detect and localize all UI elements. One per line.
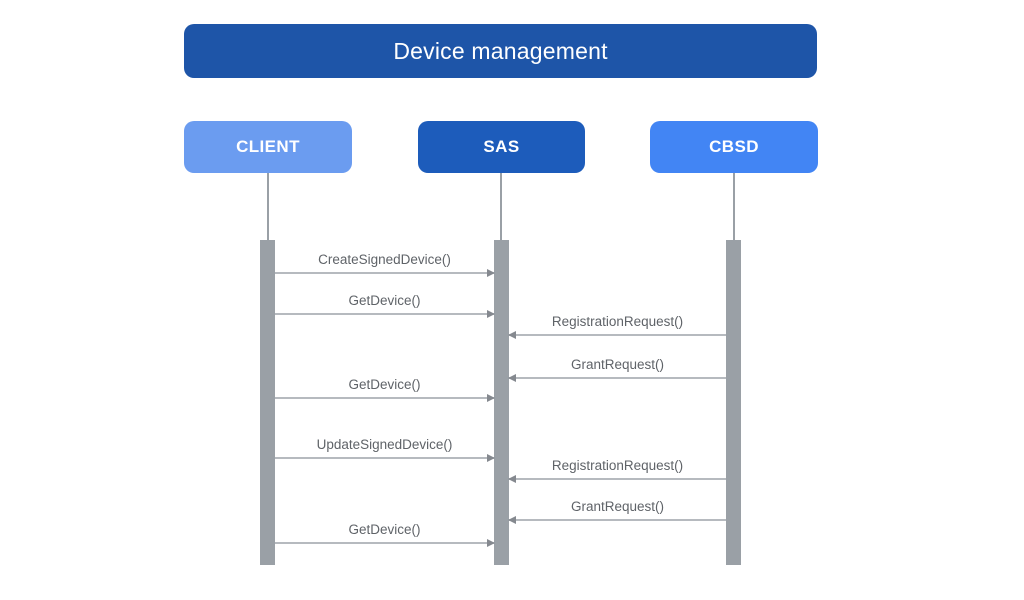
message-label: GetDevice() xyxy=(348,522,421,537)
message-registration-request-1: RegistrationRequest() xyxy=(508,312,726,339)
diagram-title-label: Device management xyxy=(393,37,608,64)
message-label: GetDevice() xyxy=(348,293,421,308)
message-registration-request-2: RegistrationRequest() xyxy=(508,456,726,483)
activation-bar-cbsd xyxy=(726,240,741,565)
message-get-device-1: GetDevice() xyxy=(275,291,495,318)
message-update-signed-device: UpdateSignedDevice() xyxy=(275,435,495,462)
message-label: RegistrationRequest() xyxy=(551,314,684,329)
arrowhead-left-icon xyxy=(508,331,516,339)
actor-cbsd-label: CBSD xyxy=(709,137,759,156)
arrowhead-right-icon xyxy=(487,310,495,318)
message-label: GetDevice() xyxy=(348,377,421,392)
message-label: GrantRequest() xyxy=(570,357,665,372)
lifeline-cbsd xyxy=(733,173,735,240)
message-arrow xyxy=(275,310,495,318)
arrowhead-right-icon xyxy=(487,269,495,277)
message-arrow xyxy=(508,374,726,382)
message-create-signed-device: CreateSignedDevice() xyxy=(275,250,495,277)
message-label: RegistrationRequest() xyxy=(551,458,684,473)
lifeline-sas xyxy=(500,173,502,240)
activation-bar-sas xyxy=(494,240,509,565)
diagram-title: Device management xyxy=(184,24,817,78)
message-label: CreateSignedDevice() xyxy=(318,252,451,267)
arrowhead-right-icon xyxy=(487,539,495,547)
message-get-device-2: GetDevice() xyxy=(275,375,495,402)
message-label: GrantRequest() xyxy=(570,499,665,514)
message-label: UpdateSignedDevice() xyxy=(316,437,453,452)
actor-client: CLIENT xyxy=(184,121,352,173)
message-arrow xyxy=(508,516,726,524)
message-grant-request-2: GrantRequest() xyxy=(508,497,726,524)
actor-sas-label: SAS xyxy=(483,137,520,156)
message-arrow xyxy=(275,394,495,402)
arrowhead-left-icon xyxy=(508,516,516,524)
arrowhead-left-icon xyxy=(508,475,516,483)
message-arrow xyxy=(508,331,726,339)
arrowhead-right-icon xyxy=(487,394,495,402)
arrowhead-right-icon xyxy=(487,454,495,462)
arrowhead-left-icon xyxy=(508,374,516,382)
message-arrow xyxy=(275,269,495,277)
actor-client-label: CLIENT xyxy=(236,137,300,156)
message-arrow xyxy=(508,475,726,483)
activation-bar-client xyxy=(260,240,275,565)
message-arrow xyxy=(275,539,495,547)
message-grant-request-1: GrantRequest() xyxy=(508,355,726,382)
lifeline-client xyxy=(267,173,269,240)
message-get-device-3: GetDevice() xyxy=(275,520,495,547)
message-arrow xyxy=(275,454,495,462)
actor-sas: SAS xyxy=(418,121,585,173)
actor-cbsd: CBSD xyxy=(650,121,818,173)
